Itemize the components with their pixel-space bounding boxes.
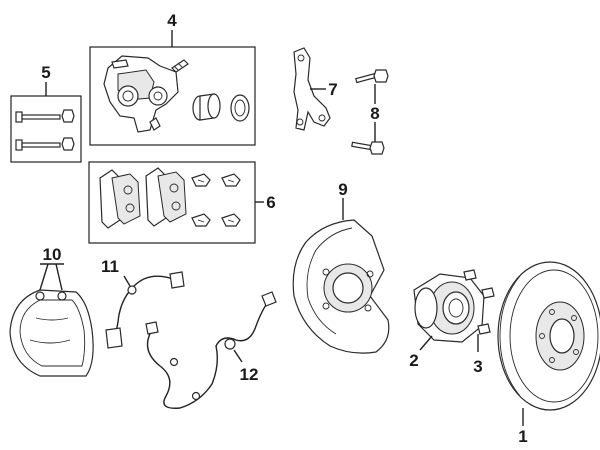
parking-brake-shoe-group[interactable]: 10 — [9, 245, 94, 377]
brake-hose-icon — [105, 271, 185, 349]
brake-rotor-icon — [497, 261, 600, 411]
bracket-bolt-lower-icon — [351, 141, 385, 155]
parking-brake-shoe-icon — [9, 289, 94, 377]
guide-pin-bolt-lower-icon — [15, 137, 75, 151]
pad-clip-icon — [191, 173, 241, 227]
brake-pad-outer-icon — [145, 167, 187, 227]
piston-seal-icon — [230, 94, 250, 122]
callout-12: 12 — [240, 365, 259, 384]
leader-12 — [233, 349, 243, 363]
hub-bearing-group[interactable]: 2 3 — [409, 269, 495, 376]
wheel-stud-icon — [463, 269, 495, 335]
callout-10: 10 — [43, 245, 62, 264]
caliper-bolts-group[interactable]: 5 — [10, 63, 82, 163]
guide-pin-bolt-icon — [15, 109, 75, 123]
callout-9: 9 — [338, 180, 347, 199]
bracket-bolt-upper-icon — [355, 69, 389, 84]
leader-2 — [419, 335, 433, 351]
callout-8: 8 — [370, 104, 379, 123]
splash-shield-group[interactable]: 9 — [292, 180, 390, 354]
piston-icon — [192, 93, 221, 121]
bracket-bolts-group[interactable]: 8 — [351, 69, 389, 155]
brake-hose-group[interactable]: 11 — [101, 257, 185, 349]
hub-bearing-icon — [413, 273, 485, 343]
callout-2: 2 — [409, 351, 418, 370]
abs-sensor-icon — [145, 291, 277, 409]
callout-4: 4 — [167, 11, 177, 30]
callout-5: 5 — [41, 63, 50, 82]
callout-3: 3 — [473, 357, 482, 376]
abs-sensor-group[interactable]: 12 — [145, 291, 277, 409]
callout-11: 11 — [101, 257, 119, 276]
caliper-bracket-icon — [293, 47, 331, 131]
splash-shield-icon — [292, 219, 390, 354]
caliper-group[interactable]: 4 — [89, 11, 256, 146]
brake-rotor-group[interactable]: 1 — [497, 261, 600, 446]
brake-pads-group[interactable]: 6 — [88, 161, 276, 244]
caliper-bracket-group[interactable]: 7 — [293, 47, 338, 131]
leader-10b — [55, 263, 63, 291]
callout-6: 6 — [266, 193, 275, 212]
leader-11 — [123, 275, 131, 287]
callout-7: 7 — [328, 80, 337, 99]
caliper-icon — [103, 55, 179, 133]
callout-1: 1 — [518, 427, 527, 446]
leader-10a — [39, 263, 49, 291]
bolts-box — [10, 95, 82, 163]
bleeder-screw-icon — [171, 59, 189, 73]
brake-pad-icon — [99, 169, 141, 229]
